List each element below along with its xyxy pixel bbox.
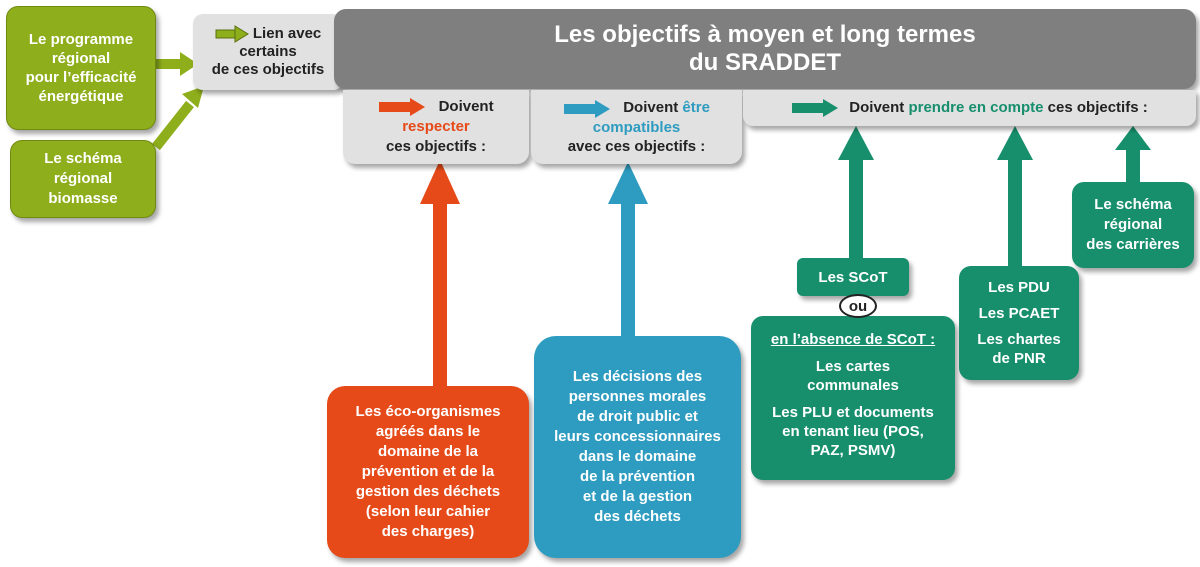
- programme-line4: énergétique: [38, 88, 124, 105]
- pdu-item2: Les PCAET: [978, 305, 1060, 322]
- eco-line: Les éco-organismes: [355, 403, 501, 420]
- decisions-to-compat-arrow: [608, 162, 648, 336]
- title-line2: du SRADDET: [689, 49, 841, 76]
- link-line3: de ces objectifs: [211, 61, 325, 79]
- teal-arrow-icon: [792, 99, 839, 117]
- decisions-line: de la prévention: [579, 468, 696, 485]
- absence-item2-line1: Les PLU et documents: [772, 404, 934, 421]
- decisions-line: leurs concessionnaires: [554, 428, 721, 445]
- link-line2: certains: [239, 43, 297, 61]
- pdu-item1: Les PDU: [988, 279, 1050, 296]
- title-line1: Les objectifs à moyen et long termes: [554, 21, 976, 48]
- compat-keyword1: être: [682, 99, 710, 117]
- respect-row1: Doivent: [378, 97, 494, 117]
- compat-suffix: avec ces objectifs :: [567, 137, 706, 155]
- eco-to-respect-arrow: [420, 160, 460, 386]
- decisions-line: personnes morales: [568, 388, 707, 405]
- scot-box: Les SCoT: [797, 258, 909, 296]
- carrieres-box: Le schéma régional des carrières: [1072, 182, 1194, 268]
- eco-line: gestion des déchets: [355, 483, 501, 500]
- respect-prefix: Doivent: [438, 98, 494, 115]
- biomasse-box: Le schéma régional biomasse: [10, 140, 156, 218]
- link-line1: Lien avec: [252, 24, 322, 42]
- eco-line: agréés dans le: [375, 423, 481, 440]
- pdu-item3-line1: Les chartes: [977, 331, 1061, 348]
- compat-row1: Doivent être: [563, 98, 710, 118]
- absence-box: en l’absence de SCoT : Les cartes commun…: [751, 316, 955, 480]
- programme-line3: pour l’efficacité: [25, 69, 137, 86]
- decisions-line: et de la gestion: [582, 488, 693, 505]
- absence-item2-line3: PAZ, PSMV): [810, 442, 896, 459]
- carrieres-line3: des carrières: [1086, 236, 1180, 253]
- compat-keyword2: compatibles: [592, 118, 681, 136]
- pdu-item3-line2: de PNR: [992, 350, 1046, 367]
- ou-text: ou: [848, 297, 868, 315]
- decisions-line: des déchets: [594, 508, 681, 525]
- eco-line: domaine de la: [377, 443, 479, 460]
- biomasse-line2: régional: [53, 170, 113, 187]
- decisions-line: dans le domaine: [578, 448, 697, 465]
- compat-header: Doivent être compatibles avec ces object…: [531, 90, 742, 164]
- eco-line: (selon leur cahier: [365, 503, 491, 520]
- pdu-box: Les PDU Les PCAET Les chartes de PNR: [959, 266, 1079, 380]
- blue-arrow-icon: [564, 99, 611, 118]
- decisions-box: Les décisions des personnes morales de d…: [534, 336, 741, 558]
- decisions-line: de droit public et: [577, 408, 698, 425]
- absence-item1-line1: Les cartes: [815, 358, 891, 375]
- green-arrow-icon: [215, 25, 249, 43]
- biomasse-line3: biomasse: [48, 190, 118, 207]
- eco-box: Les éco-organismes agréés dans le domain…: [327, 386, 529, 558]
- respect-keyword: respecter: [402, 118, 470, 135]
- prendre-header: Doivent prendre en compte ces objectifs …: [743, 90, 1196, 126]
- pdu-to-prendre-arrow: [997, 126, 1033, 266]
- decisions-line: Les décisions des: [572, 368, 703, 385]
- biomasse-line1: Le schéma: [44, 150, 122, 167]
- scot-to-prendre-arrow: [838, 126, 874, 258]
- link-line1-row: Lien avec: [215, 24, 322, 43]
- orange-arrow-icon: [379, 98, 426, 117]
- prendre-suffix: ces objectifs :: [1047, 99, 1148, 116]
- scot-label: Les SCoT: [818, 268, 888, 286]
- carrieres-line1: Le schéma: [1094, 196, 1172, 213]
- eco-line: des charges): [381, 523, 475, 540]
- prendre-keyword: prendre en compte: [908, 99, 1044, 116]
- carrieres-to-prendre-arrow: [1115, 126, 1151, 182]
- absence-heading: en l’absence de SCoT :: [770, 331, 936, 348]
- programme-line2: régional: [51, 50, 111, 67]
- carrieres-line2: régional: [1103, 216, 1163, 233]
- programme-box: Le programme régional pour l’efficacité …: [6, 6, 156, 130]
- respect-suffix: ces objectifs :: [385, 138, 487, 155]
- programme-line1: Le programme: [28, 31, 134, 48]
- compat-prefix: Doivent: [623, 99, 679, 117]
- absence-item2-line2: en tenant lieu (POS,: [782, 423, 924, 440]
- respect-header: Doivent respecter ces objectifs :: [343, 90, 529, 164]
- ou-label: ou: [839, 294, 877, 318]
- link-box: Lien avec certains de ces objectifs: [193, 14, 343, 90]
- biomasse-to-link-arrow: [152, 86, 204, 151]
- prendre-prefix: Doivent: [849, 99, 905, 116]
- title-banner: Les objectifs à moyen et long termes du …: [334, 9, 1196, 89]
- absence-item1-line2: communales: [807, 377, 899, 394]
- eco-line: prévention et de la: [361, 463, 495, 480]
- programme-to-link-arrow: [156, 52, 198, 76]
